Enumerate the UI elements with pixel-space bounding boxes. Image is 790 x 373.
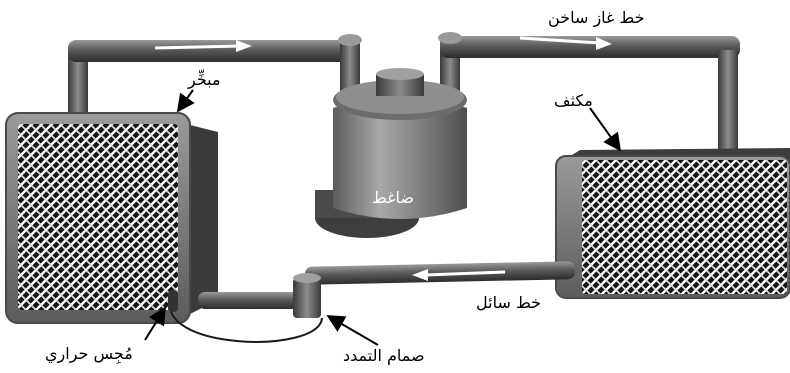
hot-gas-line-label: خط غاز ساخن — [548, 8, 645, 27]
compressor — [315, 68, 467, 238]
compressor-label: ضاغط — [372, 188, 415, 207]
expansion-valve — [293, 273, 321, 318]
evaporator-label: مبخِّر — [188, 70, 221, 89]
leader-evaporator — [176, 89, 195, 113]
leader-thermal-sensor — [144, 306, 166, 341]
liquid-line-label: خط سائل — [476, 293, 542, 312]
evaporator-coil — [5, 112, 218, 324]
flow-arrow-liquid — [412, 269, 506, 281]
thermal-sensor-bulb — [168, 290, 323, 343]
condenser-label: مكثف — [554, 91, 593, 110]
hot-gas-line-pipe — [438, 32, 740, 160]
flow-arrow-suction — [154, 40, 252, 52]
expansion-valve-label: صمام التمدد — [343, 346, 425, 365]
leader-condenser — [589, 107, 622, 152]
thermal-sensor-label: مُجِس حراري — [45, 344, 133, 363]
flow-arrow-hot-gas — [519, 36, 612, 50]
condenser-coil — [555, 148, 790, 299]
leader-expansion-valve — [326, 315, 379, 346]
